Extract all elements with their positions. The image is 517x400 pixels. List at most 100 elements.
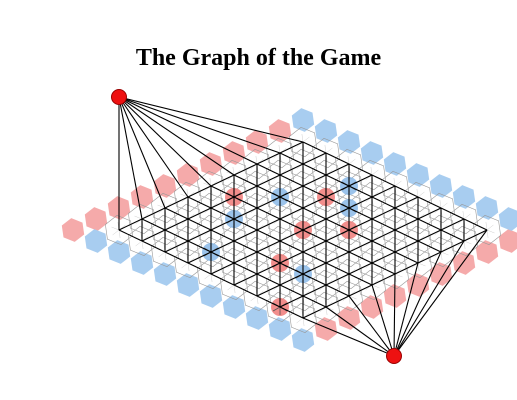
hex-cell	[312, 204, 340, 234]
graph-edge	[325, 295, 350, 308]
hex-spoke	[370, 166, 373, 176]
hex-cell	[220, 270, 248, 300]
hex-spoke	[463, 240, 472, 245]
graph-edge	[394, 262, 419, 275]
graph-edge	[233, 284, 258, 297]
graph-edge	[164, 229, 189, 242]
graph-edge	[187, 185, 212, 198]
hex-cell	[335, 281, 363, 311]
graph-edge	[302, 251, 327, 264]
hex-cell	[243, 171, 271, 201]
hex-cell	[289, 303, 317, 333]
red-border-cell	[268, 119, 292, 143]
graph-edge	[302, 284, 327, 297]
red-border-cell	[199, 152, 223, 176]
terminal-edge-bottom	[393, 240, 465, 357]
graph-edge	[233, 273, 258, 286]
graph-edge	[279, 262, 304, 275]
graph-edge	[417, 251, 442, 264]
graph-edge	[164, 196, 189, 209]
hex-spoke	[180, 193, 189, 198]
graph-edge	[394, 251, 419, 264]
graph-edge	[233, 185, 258, 198]
graph-edge	[164, 240, 189, 253]
hex-spoke	[204, 273, 212, 280]
graph-edge	[279, 306, 304, 319]
terminal-edge-top	[118, 96, 189, 198]
hex-cell	[381, 193, 409, 223]
hex-spoke	[486, 224, 494, 231]
graph-edge	[118, 229, 143, 242]
graph-edge	[394, 229, 419, 242]
hex-cell	[358, 204, 386, 234]
hex-spoke	[416, 188, 419, 198]
graph-edge	[302, 152, 327, 165]
hex-cell	[335, 215, 363, 245]
graph-edge	[348, 218, 373, 231]
hex-spoke	[463, 213, 471, 220]
graph-edge	[256, 284, 281, 297]
graph-edge	[256, 152, 281, 165]
graph-edge	[279, 251, 304, 264]
graph-edge	[463, 229, 488, 242]
graph-edge	[371, 218, 396, 231]
hex-spoke	[348, 295, 351, 305]
hex-spoke	[135, 240, 143, 247]
hex-spoke	[181, 262, 189, 269]
hex-cell	[450, 226, 478, 256]
terminal-edge-top	[118, 96, 212, 187]
graph-edge	[348, 229, 373, 242]
hex-spoke	[278, 144, 281, 154]
graph-edge	[302, 306, 327, 319]
graph-edge	[279, 196, 304, 209]
graph-edge	[210, 174, 235, 187]
hex-spoke	[233, 284, 236, 294]
hex-cell	[197, 259, 225, 289]
blue-border-cell	[360, 141, 384, 165]
graph-edge	[256, 196, 281, 209]
graph-edge	[210, 196, 235, 209]
hex-cell	[358, 160, 386, 190]
graph-edge	[210, 218, 235, 231]
hex-cell	[427, 215, 455, 245]
hex-cell	[220, 204, 248, 234]
graph-edge	[440, 229, 465, 242]
hex-spoke	[118, 229, 121, 239]
graph-edge	[348, 273, 373, 286]
graph-edge	[302, 273, 327, 286]
graph-edge	[417, 207, 442, 220]
hex-spoke	[462, 210, 465, 220]
graph-edge	[256, 273, 281, 286]
hex-cell	[151, 215, 179, 245]
hex-cell	[197, 193, 225, 223]
graph-edge	[187, 251, 212, 264]
graph-edge	[210, 207, 235, 220]
hex-cell	[105, 215, 133, 245]
hex-cell	[128, 204, 156, 234]
hex-cell	[243, 193, 271, 223]
hex-cell	[404, 204, 432, 234]
graph-edge	[233, 174, 258, 187]
hex-cell	[289, 281, 317, 311]
hex-cell	[312, 248, 340, 278]
graph-edge	[302, 262, 327, 275]
graph-edge	[141, 218, 166, 231]
graph-edge	[233, 229, 258, 242]
terminal-edge-bottom	[371, 284, 395, 357]
hex-cell	[381, 237, 409, 267]
hex-cell	[289, 149, 317, 179]
blue-border-cell	[475, 196, 499, 220]
red-border-cell	[360, 295, 384, 319]
hex-cell	[381, 215, 409, 245]
hex-cell	[312, 182, 340, 212]
hex-spoke	[463, 240, 466, 250]
graph-edge	[279, 240, 304, 253]
hex-cell	[174, 204, 202, 234]
graph-edge	[394, 185, 419, 198]
red-border-cell	[337, 306, 361, 330]
blue-border-cell	[314, 119, 338, 143]
hex-spoke	[164, 251, 167, 261]
graph-edge	[256, 295, 281, 308]
hex-spoke	[250, 295, 258, 302]
graph-edge	[279, 141, 304, 154]
